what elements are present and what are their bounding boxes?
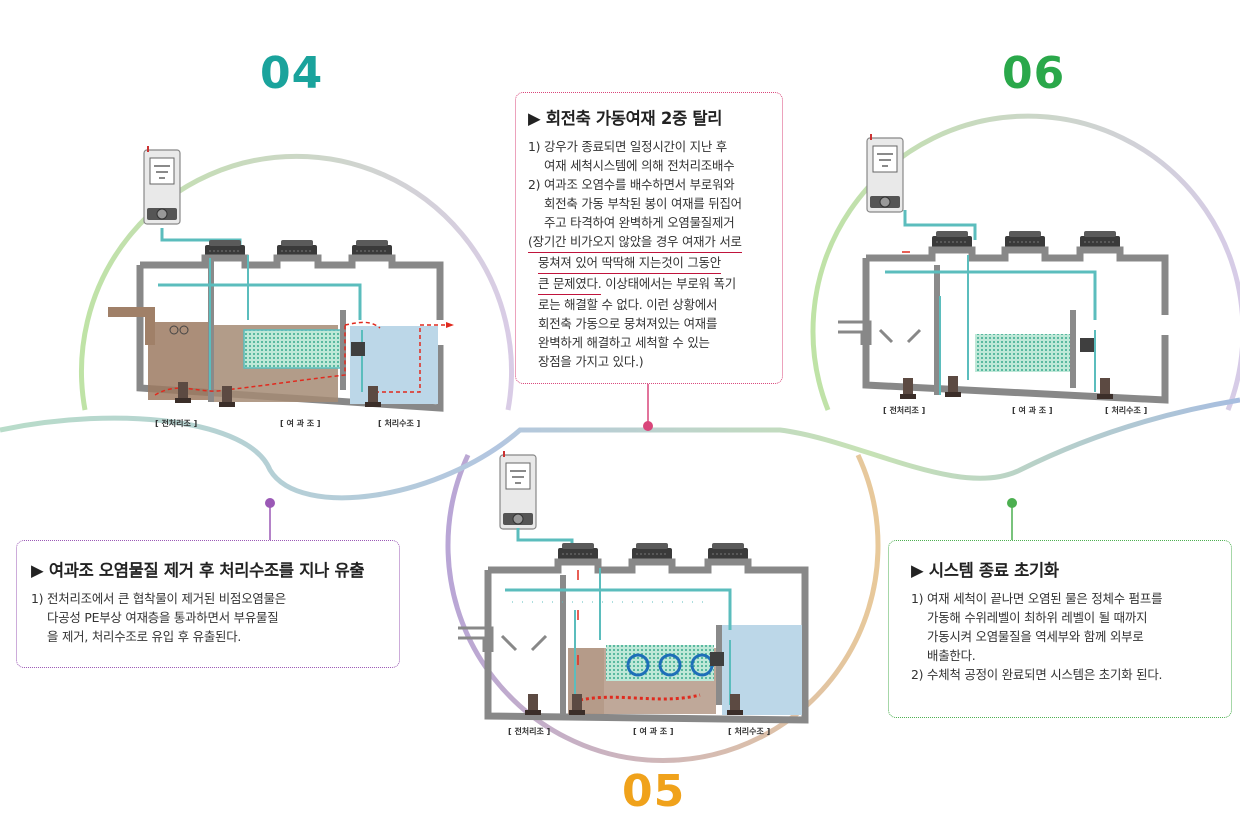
box-system-reset-title: ▶ 시스템 종료 초기화 — [911, 561, 1059, 580]
arc-step-04 — [79, 153, 514, 411]
box-left-line-2: 다공성 PE부상 여재층을 통과하면서 부유물질 — [47, 610, 279, 625]
label-pre-04: [ 전처리조 ] — [155, 418, 197, 428]
wave-band — [0, 397, 1240, 501]
label-filter-04: [ 여 과 조 ] — [280, 418, 321, 428]
label-filter-06: [ 여 과 조 ] — [1012, 405, 1053, 415]
box-top-line-5: 주고 타격하여 완벽하게 오염물질제거 — [544, 215, 735, 230]
box-top-line-1: 1) 강우가 종료되면 일정시간이 지난 후 — [528, 139, 728, 154]
box-system-reset: ▶ 시스템 종료 초기화 1) 여재 세척이 끝나면 오염된 물은 정체수 펌프… — [888, 540, 1232, 718]
step-number-05: 05 — [616, 770, 692, 814]
connector-top — [643, 384, 653, 431]
box-right-line-4: 배출한다. — [927, 648, 976, 663]
label-pre-05: [ 전처리조 ] — [508, 726, 550, 736]
arc-step-06 — [810, 113, 1240, 411]
box-right-line-2: 가동해 수위레벨이 최하위 레벨이 될 때까지 — [927, 610, 1148, 625]
label-treated-04: [ 처리수조 ] — [378, 418, 420, 428]
step-number-06: 06 — [996, 52, 1072, 96]
box-top-line-6: (장기간 비가오지 않았을 경우 여재가 서로 — [528, 232, 742, 253]
connector-right — [1007, 498, 1017, 540]
tank-diagram-06 — [838, 133, 1169, 404]
label-filter-05: [ 여 과 조 ] — [633, 726, 674, 736]
box-top-line-8: 큰 문제였다. — [538, 274, 602, 295]
step-number-04: 04 — [254, 52, 330, 96]
box-top-line-2: 여재 세척시스템에 의해 전처리조배수 — [544, 158, 735, 173]
box-rotary-shaft-title: ▶ 회전축 가동여재 2중 탈리 — [528, 109, 723, 128]
box-filter-outflow-title: ▶ 여과조 오염물질 제거 후 처리수조를 지나 유출 — [31, 561, 365, 580]
box-top-line-11: 완벽하게 해결하고 세척할 수 있는 — [538, 335, 710, 350]
box-filter-outflow: ▶ 여과조 오염물질 제거 후 처리수조를 지나 유출 1) 전처리조에서 큰 … — [16, 540, 400, 668]
box-top-line-8b: 이상태에서는 부로워 폭기 — [601, 276, 736, 291]
box-left-line-1: 1) 전처리조에서 큰 협착물이 제거된 비점오염물은 — [31, 591, 286, 606]
box-right-line-1: 1) 여재 세척이 끝나면 오염된 물은 정체수 펌프를 — [911, 591, 1163, 606]
box-top-line-12: 장점을 가지고 있다.) — [538, 354, 644, 369]
tank-diagram-04 — [108, 145, 454, 412]
box-top-line-9: 로는 해결할 수 없다. 이런 상황에서 — [538, 297, 718, 312]
box-top-line-10: 회전축 가동으로 뭉쳐져있는 여재를 — [538, 316, 718, 331]
arc-step-05 — [445, 453, 881, 763]
box-rotary-shaft: ▶ 회전축 가동여재 2중 탈리 1) 강우가 종료되면 일정시간이 지난 후 … — [515, 92, 783, 384]
label-treated-06: [ 처리수조 ] — [1105, 405, 1147, 415]
box-right-line-5: 2) 수체척 공정이 완료되면 시스템은 초기화 된다. — [911, 667, 1163, 682]
connector-left — [265, 498, 275, 540]
label-pre-06: [ 전처리조 ] — [883, 405, 925, 415]
label-treated-05: [ 처리수조 ] — [728, 726, 770, 736]
box-top-line-3: 2) 여과조 오염수를 배수하면서 부로워와 — [528, 177, 735, 192]
box-top-line-4: 회전축 가동 부착된 봉이 여재를 뒤집어 — [544, 196, 742, 211]
box-left-line-3: 을 제거, 처리수조로 유입 후 유출된다. — [47, 629, 242, 644]
box-right-line-3: 가동시켜 오염물질을 역세부와 함께 외부로 — [927, 629, 1144, 644]
box-top-line-7: 뭉쳐져 있어 딱딱해 지는것이 그동안 — [538, 253, 721, 274]
tank-diagram-05 — [458, 450, 809, 724]
